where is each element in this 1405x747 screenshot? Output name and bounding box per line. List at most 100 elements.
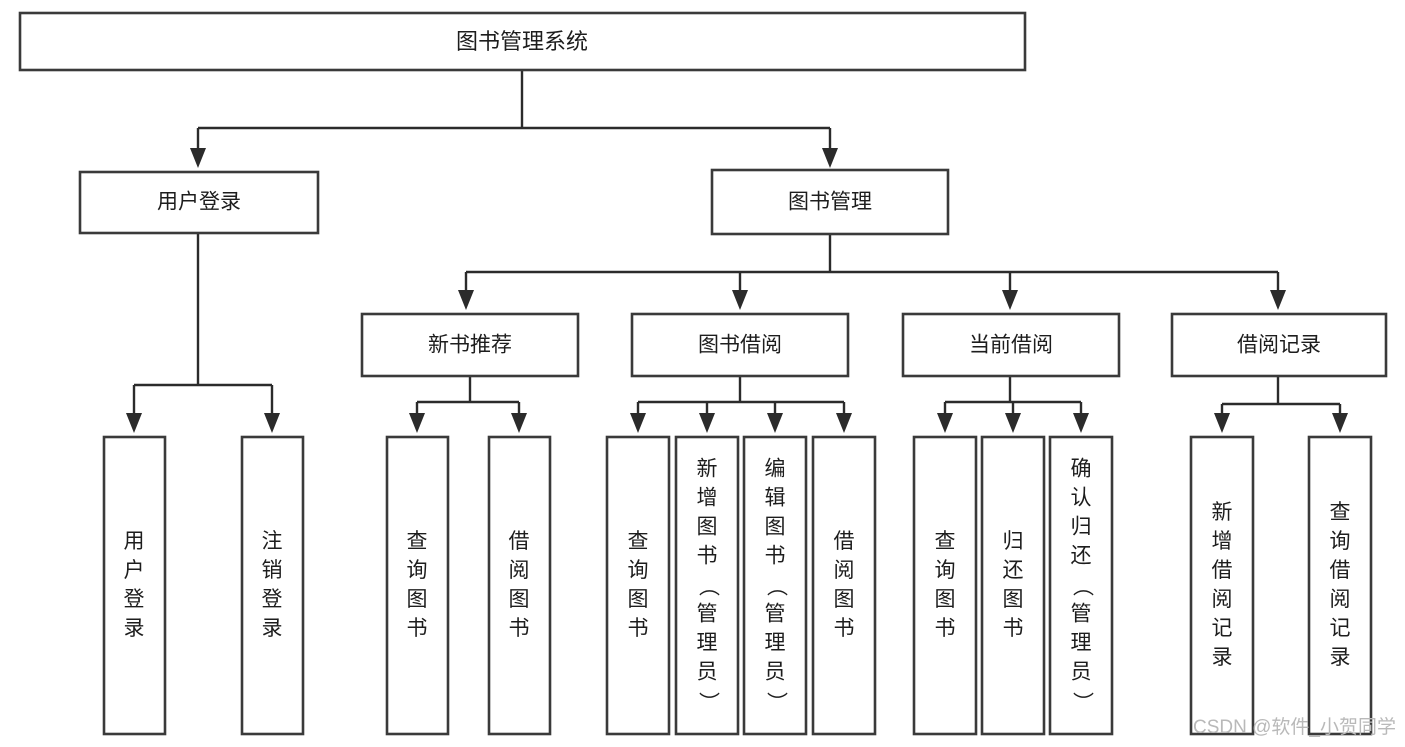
node-current-borrow[interactable]: 当前借阅	[901, 312, 1121, 378]
leaf-label-char: 图	[628, 588, 649, 611]
node-book-management-box[interactable]	[710, 168, 950, 236]
leaf-box[interactable]	[605, 435, 671, 736]
leaf-label-char: 书	[1003, 617, 1024, 640]
leaf-label-char: 理	[1071, 632, 1092, 655]
node-borrow-record[interactable]: 借阅记录	[1170, 312, 1388, 378]
node-book-management[interactable]: 图书管理	[710, 168, 950, 236]
node-book-borrow-box[interactable]	[630, 312, 850, 378]
arrow-icon-leaf-borrow-book-2	[836, 413, 852, 433]
leaf-label-char: 录	[1212, 646, 1233, 669]
leaf-label-char: 图	[765, 516, 786, 539]
node-new-book-recommend[interactable]: 新书推荐	[360, 312, 580, 378]
node-current-borrow-box[interactable]	[901, 312, 1121, 378]
leaf-box[interactable]	[487, 435, 552, 736]
leaf-label-char: 查	[407, 530, 428, 553]
node-borrow-record-box[interactable]	[1170, 312, 1388, 378]
connectors-new-book-recommend-to-leaves	[409, 376, 527, 433]
leaf-label-char: 阅	[1330, 588, 1351, 611]
connectors-book-management-to-level2	[458, 234, 1286, 310]
leaf-node[interactable]: 用户登录	[102, 435, 167, 736]
leaf-box[interactable]	[980, 435, 1046, 736]
leaf-label-char: （	[1070, 576, 1093, 597]
node-user-login-label: 用户登录	[157, 191, 241, 214]
leaf-label-char: 借	[1212, 559, 1233, 582]
leaf-label-char: 新	[697, 458, 718, 481]
node-user-login[interactable]: 用户登录	[78, 170, 320, 235]
arrow-icon-user-login	[190, 148, 206, 168]
leaf-label-char: 阅	[509, 559, 530, 582]
leaf-box[interactable]	[912, 435, 978, 736]
leaf-label-char: 还	[1071, 545, 1092, 568]
leaf-label-char: 借	[509, 530, 530, 553]
leaf-label-char: ）	[696, 692, 719, 713]
leaf-box[interactable]	[385, 435, 450, 736]
arrow-icon-leaf-add-record	[1214, 413, 1230, 433]
node-book-management-label: 图书管理	[788, 191, 872, 214]
connectors-borrow-record-to-leaves	[1214, 376, 1348, 433]
leaf-label-char: ）	[764, 692, 787, 713]
leaf-box[interactable]	[811, 435, 877, 736]
leaf-box[interactable]	[1048, 435, 1114, 736]
leaf-box[interactable]	[1307, 435, 1373, 736]
leaf-label-char: 员	[1071, 661, 1092, 684]
node-root[interactable]: 图书管理系统	[18, 11, 1027, 72]
leaf-label-char: 录	[262, 617, 283, 640]
leaf-box[interactable]	[102, 435, 167, 736]
arrow-icon-book-management	[822, 148, 838, 168]
leaf-label-char: 登	[124, 588, 145, 611]
node-root-box[interactable]	[18, 11, 1027, 72]
node-borrow-record-label: 借阅记录	[1237, 334, 1321, 357]
arrow-icon-leaf-user-login	[126, 413, 142, 433]
csdn-watermark: CSDN @软件_小贺同学	[1193, 716, 1396, 738]
leaf-label-char: 图	[697, 516, 718, 539]
arrow-icon-leaf-add-book	[699, 413, 715, 433]
leaf-label-char: （	[696, 576, 719, 597]
leaf-label-char: 增	[1212, 530, 1233, 553]
node-root-label: 图书管理系统	[456, 29, 588, 54]
leaf-label-char: 用	[124, 530, 145, 553]
leaf-label-char: 录	[124, 617, 145, 640]
arrow-icon-leaf-query-book-3	[937, 413, 953, 433]
leaf-label-char: 图	[1003, 588, 1024, 611]
leaf-label-char: 认	[1071, 487, 1092, 510]
arrow-icon-leaf-query-record	[1332, 413, 1348, 433]
arrow-icon-leaf-borrow-book-1	[511, 413, 527, 433]
leaf-label-char: 管	[765, 603, 786, 626]
leaf-label-char: 书	[935, 617, 956, 640]
node-user-login-box[interactable]	[78, 170, 320, 235]
node-book-borrow-label: 图书借阅	[698, 334, 782, 357]
leaf-label-char: 员	[697, 661, 718, 684]
node-current-borrow-label: 当前借阅	[969, 334, 1053, 357]
leaf-label-char: 查	[628, 530, 649, 553]
leaf-box[interactable]	[742, 435, 808, 736]
node-book-borrow[interactable]: 图书借阅	[630, 312, 850, 378]
leaf-label-char: 归	[1003, 530, 1024, 553]
leaf-label-char: 理	[765, 632, 786, 655]
leaf-label-char: 查	[935, 530, 956, 553]
connectors-user-login-to-leaves	[126, 232, 280, 433]
arrow-icon-book-borrow	[732, 290, 748, 310]
node-new-book-recommend-box[interactable]	[360, 312, 580, 378]
leaf-box[interactable]	[674, 435, 740, 736]
leaf-box[interactable]	[240, 435, 305, 736]
leaf-label-char: 增	[697, 487, 718, 510]
leaf-box[interactable]	[1189, 435, 1255, 736]
